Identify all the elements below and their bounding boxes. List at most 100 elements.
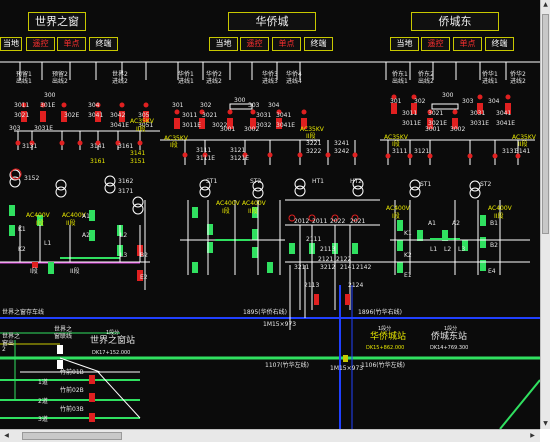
disconnector-red (427, 153, 433, 159)
code-label-mid-lower: HT2 (350, 178, 362, 185)
breaker-red (174, 118, 180, 129)
ctrl-single-button-1[interactable]: 单点 (57, 37, 86, 51)
ctrl-terminal-button-3[interactable]: 终端 (485, 37, 514, 51)
breaker-red (89, 413, 95, 422)
code-label-right-lower: 3111 (392, 148, 408, 155)
switch-label-mid: 2121 (318, 256, 334, 263)
horizontal-scroll-thumb[interactable] (22, 432, 122, 440)
disconnector-red (250, 109, 256, 115)
feeder-label-mid: 华侨1 (178, 71, 194, 78)
code-label-left: 3021 (14, 112, 30, 119)
switch-label-mid: 2021 (350, 218, 366, 225)
disconnector-red (40, 102, 46, 108)
code-label-right-lower: AC400V (488, 205, 512, 212)
lv-label-right: B1 (490, 220, 498, 227)
lv-label-right: A1 (428, 220, 436, 227)
transformer-icon (9, 176, 21, 188)
lower-station-sub-2: 1段分 (378, 326, 392, 332)
scroll-left-icon[interactable]: ◀ (4, 432, 9, 439)
ctrl-terminal-button-1[interactable]: 终端 (89, 37, 118, 51)
transformer-icon (199, 179, 211, 191)
ctrl-local-button-1[interactable]: 当地 (0, 37, 22, 51)
single-line-diagram (0, 61, 540, 429)
ctrl-remote-button-3[interactable]: 遥控 (421, 37, 450, 51)
code-label-left: 3041E (110, 122, 130, 129)
ctrl-remote-button-2[interactable]: 遥控 (240, 37, 269, 51)
bus-label-1m15-a: 1M15×973 (263, 321, 297, 328)
disconnector-red (174, 109, 180, 115)
ctrl-single-button-2[interactable]: 单点 (272, 37, 301, 51)
breaker-green (207, 242, 213, 253)
yard-curve (499, 379, 540, 429)
lv-label-right: B2 (490, 242, 498, 249)
yard-label: 窗联线 (54, 333, 73, 340)
scroll-down-icon[interactable]: ▼ (543, 420, 548, 427)
scroll-right-icon[interactable]: ▶ (530, 432, 535, 439)
code-label-left: 3042 (110, 112, 126, 119)
code-label-mid-lower: 3242 (334, 148, 350, 155)
feeder-label-mid: 进线1 (178, 78, 194, 85)
bus-label-1107: 1107(竹华左线) (265, 362, 309, 369)
transformer-icon (252, 180, 264, 192)
yard-diagonal (97, 371, 141, 419)
code-label-left-lower: 3131 (22, 143, 38, 150)
disconnector-red (95, 140, 101, 146)
breaker-red (477, 103, 483, 114)
scroll-up-icon[interactable]: ▲ (543, 1, 548, 8)
transformer-icon (409, 186, 421, 198)
disconnector-red (407, 153, 413, 159)
feeder-label-right: 侨东1 (392, 71, 408, 78)
lv-label-left: L3 (120, 252, 128, 259)
disconnector-red (352, 152, 358, 158)
code-label-right: 303 (462, 98, 474, 105)
code-label-right: 302 (414, 98, 426, 105)
feeder-label-left: 出线1 (16, 78, 32, 85)
code-label-left-lower: 3151 (130, 158, 146, 165)
lv-label-right: L1 (430, 246, 438, 253)
transformer-icon (294, 178, 306, 190)
code-label-left: 3011 (14, 102, 30, 109)
code-label-mid-lower: I段 (222, 208, 230, 215)
lv-label-left: A1 (82, 213, 90, 220)
ctrl-terminal-button-2[interactable]: 终端 (304, 37, 333, 51)
code-label-right: 3041 (496, 110, 512, 117)
horizontal-scrollbar[interactable]: ◀ ▶ (0, 429, 540, 442)
vertical-scroll-thumb[interactable] (542, 14, 549, 234)
disconnector-red (61, 102, 67, 108)
feeder-label-left: 预留1 (16, 71, 32, 78)
switch-label-mid: 2012 (294, 218, 310, 225)
lv-label-left: AC400V (26, 212, 50, 219)
breaker-green (48, 262, 54, 274)
breaker-red (391, 103, 397, 114)
breaker-red (199, 118, 205, 129)
ctrl-single-button-3[interactable]: 单点 (453, 37, 482, 51)
breaker-red (119, 111, 125, 122)
breaker-green (352, 243, 358, 254)
breaker-green (480, 215, 486, 226)
code-label-mid: 3032 (256, 122, 272, 129)
lv-label-left: I段 (30, 268, 38, 275)
breaker-red (89, 375, 95, 384)
vertical-scrollbar[interactable]: ▲ ▼ (540, 0, 550, 429)
ctrl-remote-button-1[interactable]: 遥控 (26, 37, 55, 51)
breaker-red (32, 262, 38, 268)
code-label-mid: 3031 (256, 112, 272, 119)
transformer-icon (469, 187, 481, 199)
code-label-left-lower: 3141 (90, 143, 106, 150)
lv-label-left: A2 (82, 232, 90, 239)
code-label-left-lower: 3161 (90, 158, 106, 165)
bus-label-1m15-b: 1M15×973 (330, 365, 364, 372)
disconnector-red (385, 153, 391, 159)
breaker-green (480, 237, 486, 248)
code-label-mid: 302 (200, 102, 212, 109)
bus-label-1106: 1106(竹华左线) (361, 362, 405, 369)
ctrl-local-button-2[interactable]: 当地 (209, 37, 238, 51)
feeder-label-right: 侨华1 (482, 71, 498, 78)
breaker-green (37, 215, 43, 226)
breaker-green (397, 240, 403, 251)
code-label-mid: 3011E (182, 122, 202, 129)
switch-white (57, 360, 63, 369)
disconnector-red (505, 94, 511, 100)
ctrl-local-button-3[interactable]: 当地 (390, 37, 419, 51)
switch-label-mid: 2011 (312, 218, 328, 225)
